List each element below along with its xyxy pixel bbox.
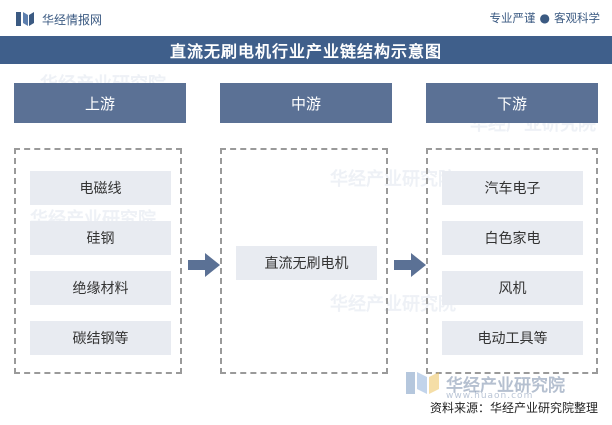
arrow-right-icon	[394, 253, 426, 277]
logo-text: 华经情报网	[42, 12, 103, 27]
stage-box-upstream	[14, 148, 182, 374]
top-bar: 华经情报网 专业严谨 ● 客观科学	[0, 0, 612, 36]
stage-header-upstream: 上游	[14, 83, 186, 123]
diagram-title: 直流无刷电机行业产业链结构示意图	[0, 36, 612, 64]
downstream-item: 电动工具等	[442, 321, 583, 355]
slogan-left: 专业严谨	[489, 11, 536, 25]
downstream-item: 白色家电	[442, 221, 583, 255]
source-note: 资料来源：华经产业研究院整理	[429, 401, 598, 415]
midstream-item: 直流无刷电机	[236, 246, 377, 280]
brand-watermark-text: 华经产业研究院	[446, 375, 565, 396]
stage-label: 下游	[496, 94, 527, 113]
stage-header-midstream: 中游	[220, 83, 392, 123]
stage-label: 上游	[84, 94, 115, 113]
slogan-right: 客观科学	[554, 11, 600, 25]
stage-box-midstream	[220, 148, 388, 374]
brand-watermark: 华经产业研究院	[404, 368, 565, 398]
brand-logo-icon	[406, 372, 439, 394]
slogan: 专业严谨 ● 客观科学	[490, 10, 600, 26]
downstream-item: 汽车电子	[442, 171, 583, 205]
upstream-item: 绝缘材料	[30, 271, 171, 305]
stage-label: 中游	[290, 94, 321, 113]
upstream-item: 硅钢	[30, 221, 171, 255]
slogan-dot: ●	[539, 11, 550, 25]
arrow-right-icon	[188, 253, 220, 277]
logo-icon	[16, 12, 34, 26]
downstream-item: 风机	[442, 271, 583, 305]
upstream-item: 碳结钢等	[30, 321, 171, 355]
upstream-item: 电磁线	[30, 171, 171, 205]
logo[interactable]: 华经情报网	[15, 9, 102, 29]
stage-box-downstream	[426, 148, 598, 374]
brand-watermark-url: www.huaon.com	[446, 391, 534, 401]
stage-header-downstream: 下游	[426, 83, 598, 123]
